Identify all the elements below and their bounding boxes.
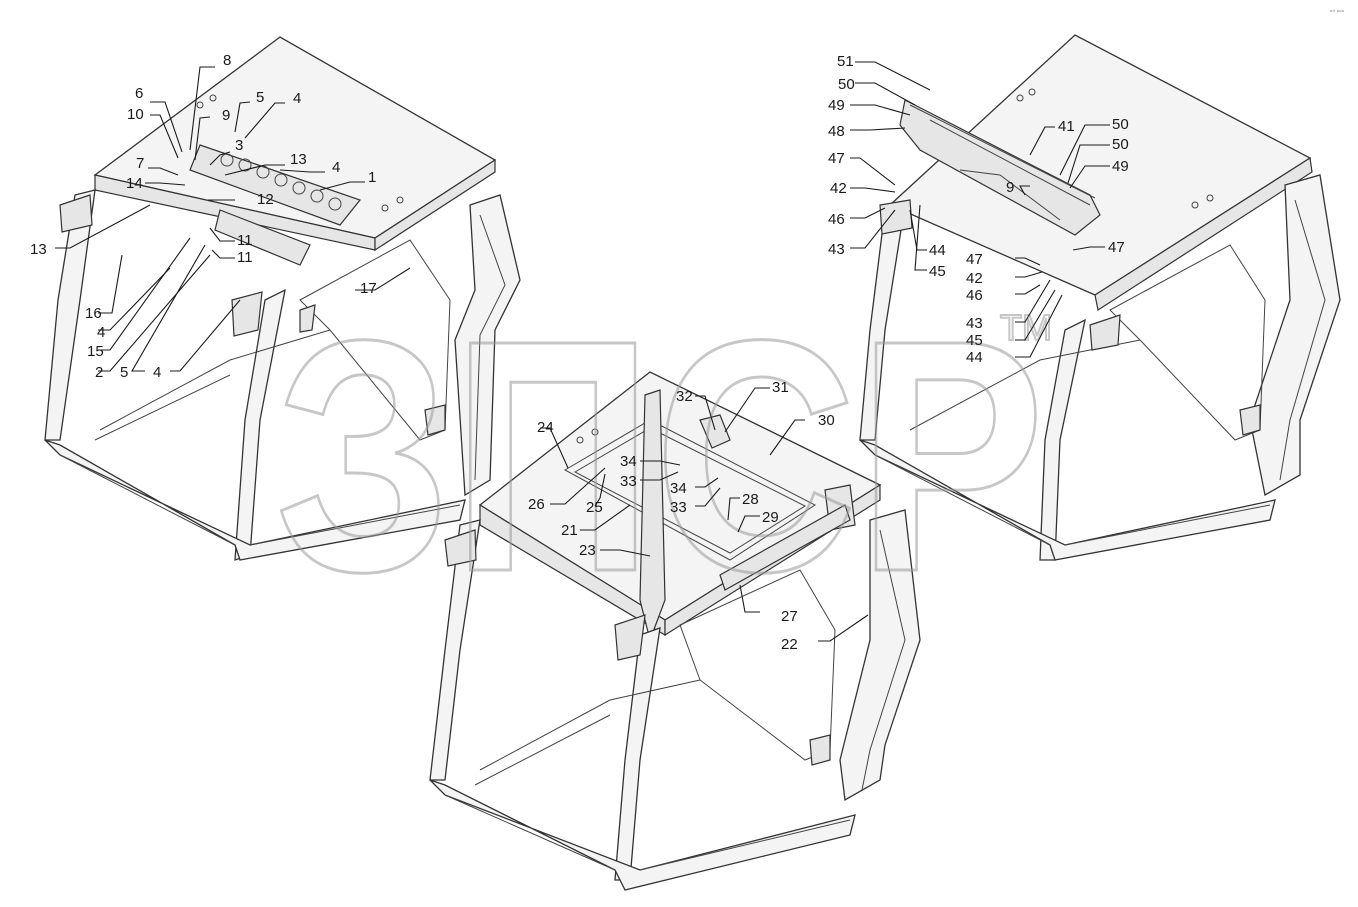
callout-label: 22 xyxy=(781,636,798,653)
callout-label: 23 xyxy=(579,542,596,559)
callout-label: 44 xyxy=(929,242,946,259)
watermark-tm: TM xyxy=(1000,307,1052,348)
callout-label: 17 xyxy=(360,280,377,297)
callout-label: 49 xyxy=(828,97,845,114)
callout-label: 43 xyxy=(828,241,845,258)
callout-label: 4 xyxy=(332,159,340,176)
callout-label: 47 xyxy=(828,150,845,167)
callout-label: 7 xyxy=(136,155,144,172)
callout-label: 25 xyxy=(586,499,603,516)
corner-mark: ᵒ⁰ ᵒᵒᵒ xyxy=(1330,9,1345,16)
callout-label: 29 xyxy=(762,509,779,526)
watermark: ЗПСР TM xyxy=(274,270,1053,642)
callout-label: 42 xyxy=(830,180,847,197)
callout-label: 8 xyxy=(223,52,231,69)
callout-label: 12 xyxy=(257,191,274,208)
callout-label: 1 xyxy=(368,169,376,186)
callout-label: 41 xyxy=(1058,118,1075,135)
callout-label: 45 xyxy=(929,263,946,280)
callout-label: 34 xyxy=(670,480,687,497)
callout-label: 50 xyxy=(838,76,855,93)
callout-label: 9 xyxy=(1006,179,1014,196)
watermark-text: ЗПСР xyxy=(275,271,1045,640)
cab-frame-center xyxy=(429,371,921,891)
callout-label: 48 xyxy=(828,123,845,140)
callout-label: 10 xyxy=(127,106,144,123)
callout-label: 28 xyxy=(742,491,759,508)
callout-label: 26 xyxy=(528,496,545,513)
callout-label: 46 xyxy=(966,287,983,304)
callout-label: 5 xyxy=(120,364,128,381)
cab-frame-left xyxy=(44,36,521,561)
callout-label: 5 xyxy=(256,89,264,106)
callout-label: 43 xyxy=(966,315,983,332)
callout-label: 50 xyxy=(1112,116,1129,133)
callout-label: 4 xyxy=(153,364,161,381)
callout-label: 13 xyxy=(30,241,47,258)
callout-label: 3 xyxy=(235,137,243,154)
callout-label: 11 xyxy=(237,249,253,266)
callout-label: 47 xyxy=(966,251,983,268)
callout-label: 33 xyxy=(620,473,637,490)
callout-label: 32 xyxy=(676,388,693,405)
leader-lines xyxy=(55,61,1110,642)
callout-label: 34 xyxy=(620,453,637,470)
callout-label: 49 xyxy=(1112,158,1129,175)
callout-label: 11 xyxy=(237,232,253,249)
callout-label: 2 xyxy=(95,364,103,381)
callout-label: 13 xyxy=(290,151,307,168)
callout-label: 44 xyxy=(966,349,983,366)
callout-label: 30 xyxy=(818,412,835,429)
callout-label: 14 xyxy=(126,175,143,192)
callout-label: 21 xyxy=(561,522,578,539)
callout-label: 46 xyxy=(828,211,845,228)
callout-label: 33 xyxy=(670,499,687,516)
callout-label: 45 xyxy=(966,332,983,349)
callout-label: 4 xyxy=(293,90,301,107)
callout-label: 24 xyxy=(537,419,554,436)
callout-label: 15 xyxy=(87,343,104,360)
callout-label: 4 xyxy=(97,324,105,341)
callout-label: 6 xyxy=(135,85,143,102)
callout-labels: 8 6 10 9 5 4 3 13 4 1 7 14 12 11 11 13 1… xyxy=(30,52,1129,653)
callout-label: 47 xyxy=(1108,239,1125,256)
callout-label: 51 xyxy=(837,53,854,70)
callout-label: 31 xyxy=(772,379,789,396)
callout-label: 16 xyxy=(85,305,102,322)
callout-label: 42 xyxy=(966,270,983,287)
cab-frame-right xyxy=(859,34,1341,561)
callout-label: 50 xyxy=(1112,136,1129,153)
callout-label: 9 xyxy=(222,107,230,124)
callout-label: 27 xyxy=(781,608,798,625)
